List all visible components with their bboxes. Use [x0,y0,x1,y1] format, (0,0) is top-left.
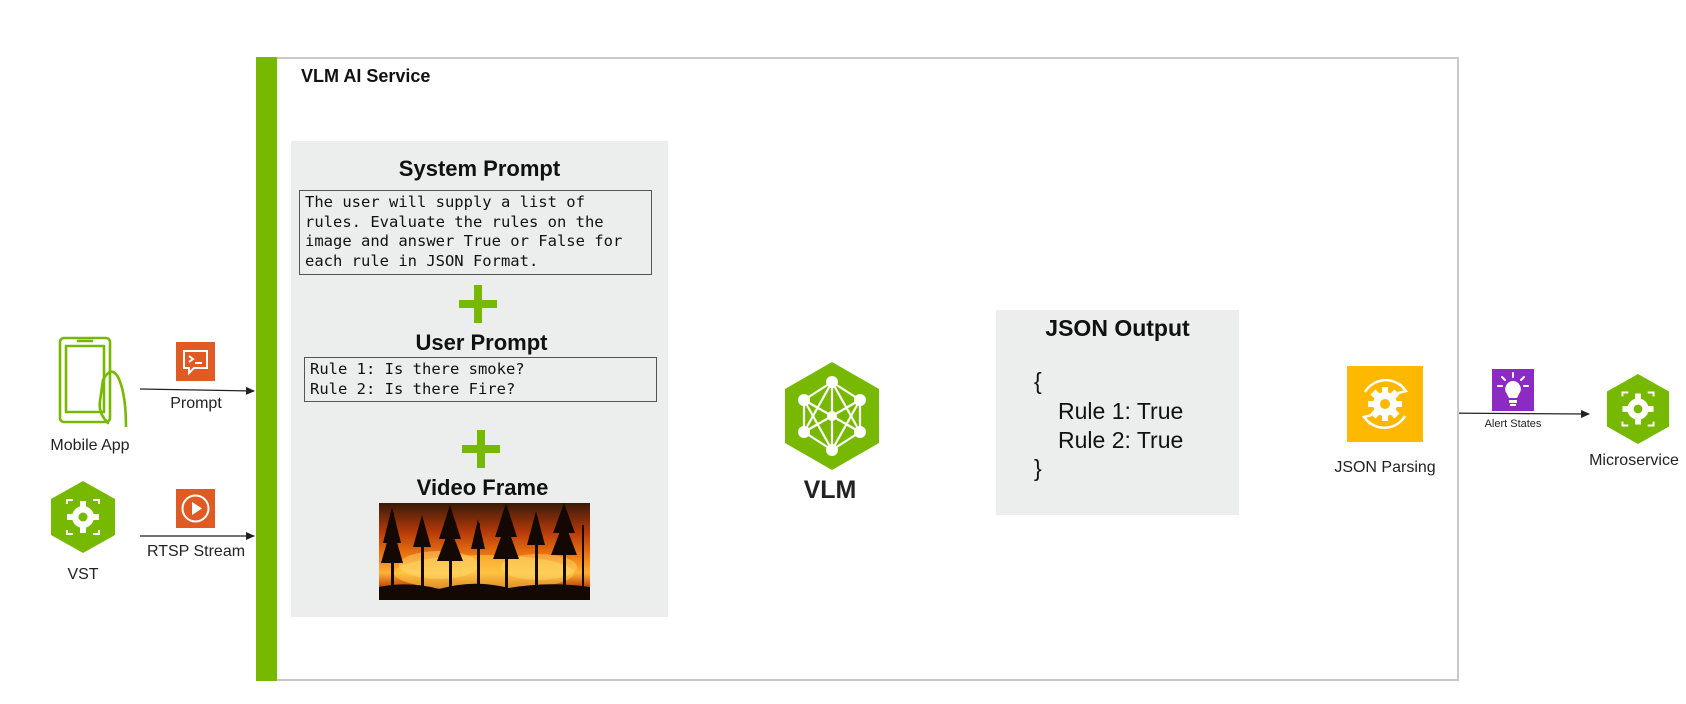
hexagon-gear-icon [1606,374,1670,444]
microservice-label: Microservice [1589,452,1679,469]
alert-states-label: Alert States [1484,418,1542,430]
json-line-rule-2: Rule 2: True [1058,427,1184,453]
video-frame-image [379,503,590,600]
json-output-panel [996,310,1239,515]
hexagon-gear-icon [51,481,115,553]
vst-label: VST [67,566,99,583]
plus-icon [459,285,497,323]
vlm-label: VLM [803,476,857,504]
mobile-app-node [56,335,132,429]
json-parsing-label: JSON Parsing [1334,459,1436,476]
mobile-app-label: Mobile App [50,437,130,454]
hexagon-network-icon [785,362,879,470]
microservice-node [1605,373,1671,445]
arrow-prompt-to-service [139,386,255,395]
system-prompt-text: The user will supply a list of rules. Ev… [299,190,652,275]
forest-fire-illustration [379,503,590,600]
plus-icon [462,430,500,468]
service-accent-bar [256,57,277,681]
video-frame-heading: Video Frame [416,475,549,500]
system-prompt-heading: System Prompt [398,156,561,181]
rtsp-badge [176,489,215,528]
alert-badge [1492,369,1534,411]
json-parsing-node [1347,366,1423,442]
user-prompt-text: Rule 1: Is there smoke? Rule 2: Is there… [304,357,657,402]
prompt-label: Prompt [170,395,222,412]
json-open-brace: { [1034,368,1042,394]
gear-refresh-icon [1361,379,1409,429]
vlm-node [782,360,882,472]
rtsp-label: RTSP Stream [146,543,246,560]
play-icon [181,494,210,523]
lightbulb-icon [1497,372,1529,406]
json-line-rule-1: Rule 1: True [1058,398,1184,424]
prompt-badge [176,342,215,381]
service-title: VLM AI Service [301,66,431,86]
mobile-phone-icon [58,336,128,429]
json-output-heading: JSON Output [1045,315,1190,341]
user-prompt-heading: User Prompt [415,330,548,355]
terminal-chat-icon [183,350,208,376]
json-close-brace: } [1034,455,1042,481]
vst-node [49,480,117,554]
